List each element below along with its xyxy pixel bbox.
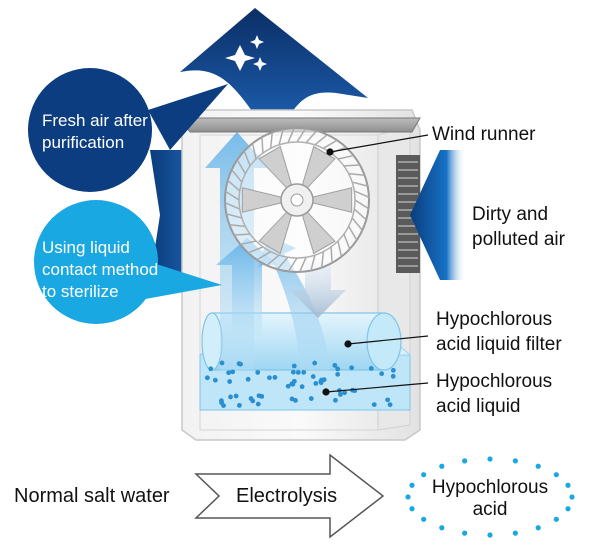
dirty-air-label: Dirty and polluted air (472, 202, 565, 252)
fresh-air-bubble (28, 68, 228, 192)
liquid-line-2: acid liquid (436, 396, 521, 417)
dirty-air-inflow-arrow (410, 150, 466, 280)
sterilize-line-1: Using liquid (42, 238, 130, 257)
vent-slats (398, 161, 418, 267)
fresh-air-outflow-arrow (180, 8, 368, 115)
liquid-particles (204, 360, 396, 408)
fresh-air-text: Fresh air after purification (42, 110, 148, 154)
output-line-2: acid (472, 499, 508, 520)
sterilize-bubble (34, 200, 222, 324)
sterilize-line-2: contact method (42, 260, 159, 279)
airflow-down-arrow (290, 262, 346, 318)
output-line-1: Hypochlorous (431, 477, 549, 498)
hypochlorous-acid-ring (405, 456, 575, 538)
hypochlorous-acid-label: Hypochlorous acid (428, 477, 552, 521)
airflow-curve-arrow (258, 236, 330, 380)
sparkle-icon (225, 45, 255, 71)
label-pointers (322, 134, 429, 396)
liquid-line-1: Hypochlorous (436, 371, 553, 392)
filter-line-2: acid liquid filter (436, 334, 562, 355)
salt-water-label: Normal salt water (14, 485, 170, 507)
left-side-dark-arrow (150, 150, 190, 280)
filter-line-1: Hypochlorous (436, 309, 553, 330)
sterilize-text: Using liquid contact method to sterilize (42, 237, 158, 303)
sparkle-icon (250, 35, 264, 49)
wind-runner-fan (224, 127, 370, 273)
hypochlorous-liquid-label: Hypochlorous acid liquid (436, 369, 552, 419)
sparkle-icon (253, 57, 267, 71)
hypochlorous-filter-label: Hypochlorous acid liquid filter (436, 307, 562, 357)
fresh-air-line-2: purification (42, 133, 125, 152)
dirty-air-line-2: polluted air (472, 229, 565, 250)
electrolysis-chevron (194, 453, 385, 539)
electrolysis-label: Electrolysis (236, 485, 338, 507)
dirty-air-line-1: Dirty and (472, 204, 549, 225)
wind-runner-label: Wind runner (432, 124, 536, 145)
fresh-air-line-1: Fresh air after (42, 111, 148, 130)
sterilize-line-3: to sterilize (42, 282, 119, 301)
